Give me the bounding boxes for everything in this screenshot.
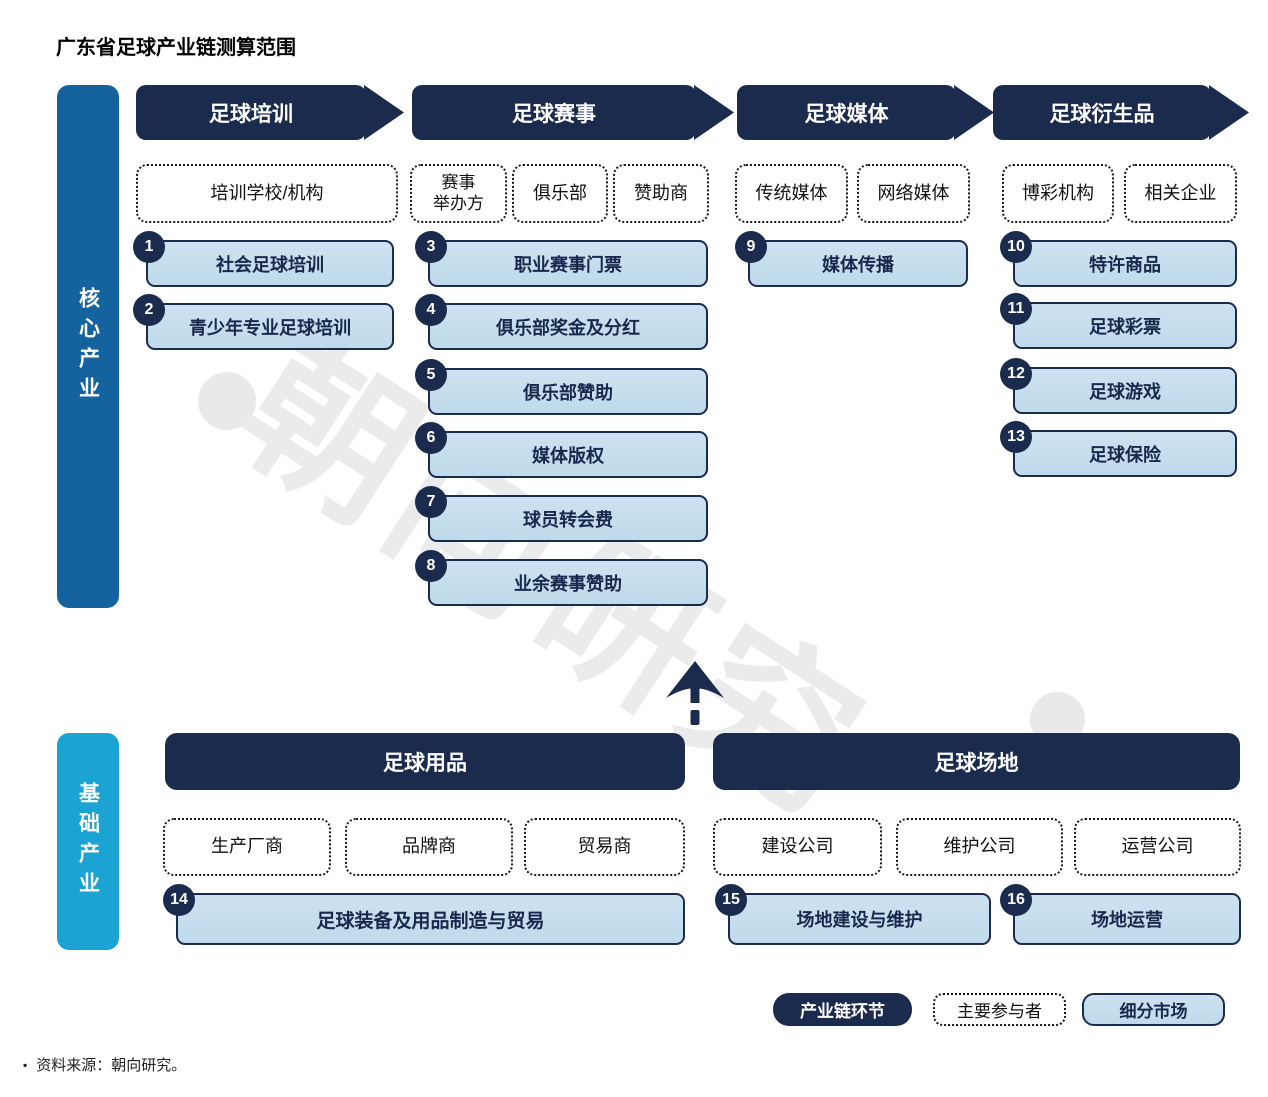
legend-market-segment: 细分市场 (1082, 993, 1225, 1026)
participant-manufacturers: 生产厂商 (163, 818, 331, 876)
market-number-badge: 2 (133, 294, 165, 326)
page-title: 广东省足球产业链测算范围 (56, 37, 296, 59)
market-licensed-goods: 特许商品 (1013, 240, 1237, 287)
market-media-communication: 媒体传播 (748, 240, 968, 287)
market-number-badge: 13 (1000, 421, 1032, 453)
market-number-badge: 12 (1000, 358, 1032, 390)
source-bullet: ▪ (23, 1057, 28, 1072)
market-club-sponsorship: 俱乐部赞助 (428, 368, 708, 415)
chain-header-football-training: 足球培训 (136, 85, 366, 140)
market-number-badge: 6 (415, 422, 447, 454)
participant-maintenance-companies: 维护公司 (896, 818, 1063, 876)
market-equipment-manufacturing-trade: 足球装备及用品制造与贸易 (176, 893, 685, 945)
market-number-badge: 3 (415, 231, 447, 263)
base-industry-bar: 基础产业 (57, 733, 119, 950)
participant-online-media: 网络媒体 (857, 164, 970, 223)
chain-header-football-events: 足球赛事 (412, 85, 696, 140)
market-number-badge: 7 (415, 486, 447, 518)
market-club-prize-dividends: 俱乐部奖金及分红 (428, 303, 708, 350)
core-industry-bar: 核心产业 (57, 85, 119, 608)
chain-header-football-goods: 足球用品 (165, 733, 685, 790)
participant-training-schools: 培训学校/机构 (136, 164, 398, 223)
market-youth-football-training: 青少年专业足球培训 (146, 303, 394, 350)
market-player-transfer-fees: 球员转会费 (428, 495, 708, 542)
market-venue-operation: 场地运营 (1013, 893, 1241, 945)
market-football-lottery: 足球彩票 (1013, 302, 1237, 349)
chain-header-football-venues: 足球场地 (713, 733, 1240, 790)
watermark-dot (198, 372, 256, 430)
market-number-badge: 15 (715, 884, 747, 916)
participant-traders: 贸易商 (524, 818, 685, 876)
participant-betting-agencies: 博彩机构 (1002, 164, 1114, 223)
market-amateur-event-sponsorship: 业余赛事赞助 (428, 559, 708, 606)
market-number-badge: 11 (1000, 293, 1032, 325)
chain-header-football-derivatives: 足球衍生品 (993, 85, 1211, 140)
legend-main-participants: 主要参与者 (933, 993, 1066, 1026)
participant-sponsors: 赞助商 (613, 164, 709, 223)
participant-construction-companies: 建设公司 (713, 818, 882, 876)
market-football-games: 足球游戏 (1013, 367, 1237, 414)
market-number-badge: 1 (133, 231, 165, 263)
market-number-badge: 5 (415, 359, 447, 391)
market-media-rights: 媒体版权 (428, 431, 708, 478)
market-number-badge: 4 (415, 294, 447, 326)
source-text: 资料来源：朝向研究。 (36, 1057, 187, 1074)
market-number-badge: 10 (1000, 231, 1032, 263)
market-pro-event-tickets: 职业赛事门票 (428, 240, 708, 287)
base-industry-label: 基础产业 (76, 781, 100, 902)
legend-chain-link: 产业链环节 (773, 993, 912, 1026)
market-social-football-training: 社会足球培训 (146, 240, 394, 287)
up-arrow-icon (666, 661, 724, 725)
participant-operating-companies: 运营公司 (1074, 818, 1241, 876)
market-venue-construction-maintenance: 场地建设与维护 (728, 893, 991, 945)
market-football-insurance: 足球保险 (1013, 430, 1237, 477)
market-number-badge: 9 (735, 231, 767, 263)
participant-related-companies: 相关企业 (1124, 164, 1237, 223)
participant-clubs: 俱乐部 (512, 164, 608, 223)
participant-brand-owners: 品牌商 (345, 818, 513, 876)
market-number-badge: 14 (163, 884, 195, 916)
participant-traditional-media: 传统媒体 (735, 164, 848, 223)
market-number-badge: 8 (415, 550, 447, 582)
core-industry-label: 核心产业 (76, 286, 100, 407)
market-number-badge: 16 (1000, 884, 1032, 916)
chain-header-football-media: 足球媒体 (737, 85, 956, 140)
source-note: ▪ 资料来源：朝向研究。 (23, 1054, 186, 1075)
participant-event-organizers: 赛事 举办方 (410, 164, 507, 223)
